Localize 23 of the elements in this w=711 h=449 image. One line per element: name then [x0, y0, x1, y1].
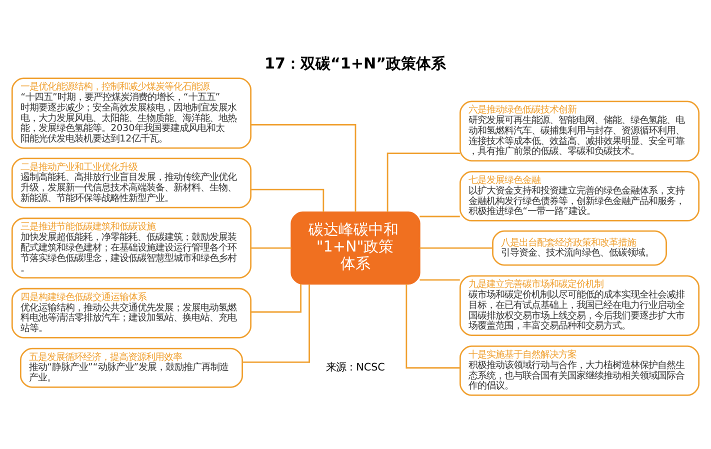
- node-box: 七是发展绿色金融 以扩大资金支持和投资建立完善的绿色金融体系，支持金融机构发行绿色债券等，创新绿色金融产品和服务，积极推进绿色“一带一路”建设。: [460, 170, 700, 222]
- node-box: 碳达峰碳中和 "1+N"政策体系: [290, 212, 420, 285]
- node-box: 五是发展循环经济，提高资源利用效率 推动“静脉产业”“动脉产业”发展，鼓励推广再制造产业。: [20, 348, 244, 388]
- diagram-title: 17：双碳“1+N”政策体系: [264, 54, 446, 73]
- connector: [406, 284, 460, 369]
- connector: [251, 124, 356, 212]
- node-box: 一是优化能源结构，控制和减少煤炭等化石能源 “十四五”时期，要严控煤炭消费的增长，“十五五”时期要逐步减少；安全高效发展核电，因地制宜发展水电，大力发展风电、太阳能、生物质能、海洋能、地热能，发展绿色氢能等。2030年我国要建成风电和太阳能光伏发电装机要达到12亿千瓦。: [11, 78, 252, 149]
- connector: [250, 188, 324, 212]
- connector: [420, 216, 460, 218]
- node-box: 六是推动绿色低碳技术创新 研究发展可再生能源、智能电网、储能、绿色氢能、电动和氢燃料汽车、碳捕集利用与封存、资源循环利用、连接技术等成本低、效益高、减排效果明显、安全可靠，具有推广前景的低碳、零碳和负碳技术。: [460, 100, 700, 162]
- node-box: 三是推进节能低碳建筑和低碳设施 加快发展超低能耗，净零能耗、低碳建筑；鼓励发展装配式建筑和绿色建材；在基础设施建设运行管理各个环节落实绿色低碳理念，建设低碳智慧型城市和绿色乡村。: [11, 218, 252, 278]
- connector: [242, 284, 310, 363]
- node-box: 八是出台配套经济政策和改革措施 引导资金、技术流向绿色、低碳领域。: [492, 230, 667, 266]
- connector: [250, 284, 302, 313]
- node-box: 二是推动产业和工业优化升级 遏制高能耗、高排放行业盲目发展，推动传统产业优化升级，发展新一代信息技术高端装备、新材料、生物、新能源、节能环保等战略性新型产业。: [11, 158, 252, 208]
- caption: 来源：NCSC: [326, 362, 385, 374]
- node-box: 十是实施基于自然解决方案 积极推动该领域行动与合作，大力植树造林保护自然生态系统，也与联合国有关国家继续推动相关领域国际合作的倡议。: [460, 345, 700, 396]
- connector: [251, 247, 292, 249]
- node-box: 九是建立完善碳市场和碳定价机制 碳市场和碳定价机制以尽可能低的成本实现全社会减排目标，在已有试点基础上，我国已经在电力行业启动全国碳排放权交易市场上线交易，今后我们要逐步扩大市场覆盖范围，丰富交易品种和交易方式。: [460, 275, 700, 336]
- node-box: 四是构建绿色低碳交通运输体系 优化运输结构，推动公共交通优先发展；发展电动氢燃料电池等清洁零排放汽车；建设加氢站、换电站、充电站等。: [11, 288, 252, 338]
- connector: [386, 152, 460, 212]
- connector: [420, 247, 492, 249]
- connector: [420, 279, 460, 281]
